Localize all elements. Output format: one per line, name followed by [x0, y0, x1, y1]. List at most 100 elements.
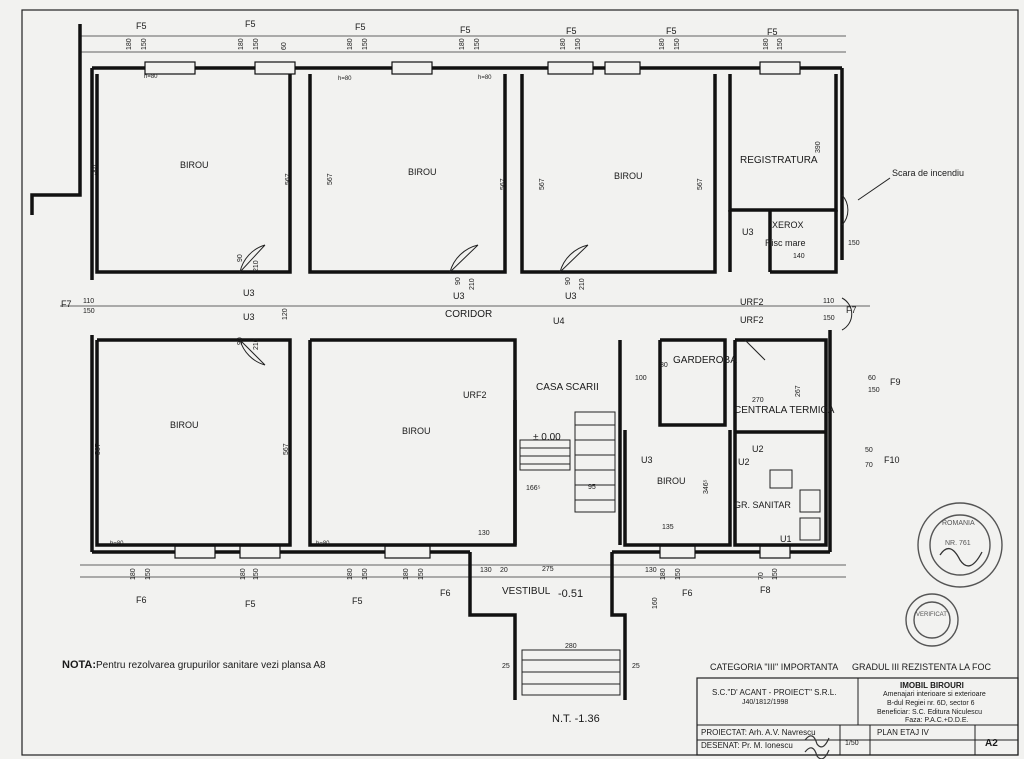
sill-2: h=80	[338, 76, 352, 82]
room-label-vestibul: VESTIBUL	[502, 586, 551, 597]
dim-180-4: 180	[459, 38, 466, 50]
dim-150-12: 150	[675, 568, 682, 580]
window-top-6	[759, 61, 801, 75]
room-birou-2-wall	[308, 74, 507, 274]
dim-95: 95	[588, 484, 596, 491]
sheet-number: A2	[985, 738, 998, 749]
dim-25-1: 25	[502, 663, 510, 670]
sill-4: h=80	[110, 541, 124, 547]
dim-150-14: 150	[83, 308, 95, 315]
dim-180-7: 180	[763, 38, 770, 50]
dim-60: 60	[281, 42, 288, 50]
room-label-birou-4: BIROU	[170, 420, 199, 430]
dim-80-1: 80	[660, 362, 668, 369]
door-f7-right	[841, 297, 853, 331]
dim-150-13: 150	[772, 568, 779, 580]
risc-mare-wall	[770, 210, 838, 274]
dim-150-17: 150	[868, 387, 880, 394]
code-u3-4: U3	[243, 312, 255, 322]
code-f10: F10	[884, 455, 900, 465]
code-f5-3: F5	[355, 22, 366, 32]
window-top-2	[254, 61, 296, 75]
dim-270: 270	[752, 397, 764, 404]
engineer-stamp	[917, 502, 1003, 588]
door-swing-2	[449, 244, 479, 273]
dim-180-10: 180	[347, 568, 354, 580]
label-scara-incendiu: Scara de incendiu	[892, 168, 964, 178]
room-label-birou-1: BIROU	[180, 160, 209, 170]
code-f5-9: F5	[352, 596, 363, 606]
dim-130-1: 130	[478, 530, 490, 537]
dim-130-3: 130	[645, 567, 657, 574]
code-f5-4: F5	[460, 25, 471, 35]
dim-150-2: 150	[253, 38, 260, 50]
dim-110-1: 110	[83, 298, 94, 305]
dim-180-2: 180	[238, 38, 245, 50]
door-swing-5	[744, 339, 766, 361]
dim-150-8: 150	[145, 568, 152, 580]
room-label-xerox: XEROX	[772, 220, 804, 230]
nota-block: NOTA:Pentru rezolvarea grupurilor sanita…	[62, 659, 326, 671]
dim-150-1: 150	[141, 38, 148, 50]
room-birou-3-wall	[520, 74, 717, 274]
dim-150-7: 150	[777, 38, 784, 50]
wc-fixture-1	[799, 489, 821, 513]
leader-scara-incendiu	[857, 177, 891, 201]
dim-150-3: 150	[362, 38, 369, 50]
sheet-border	[21, 9, 1019, 756]
vestibul-wall-left	[468, 552, 517, 700]
door-swing-3	[559, 244, 589, 273]
stamp1-number: NR. 761	[945, 540, 971, 547]
title-block	[696, 677, 1019, 756]
window-top-5	[604, 61, 641, 75]
dim-166: 166⁵	[526, 485, 541, 492]
window-bottom-2	[239, 545, 281, 559]
window-bottom-3	[384, 545, 431, 559]
entrance-steps	[521, 649, 621, 696]
code-u3-3: U3	[565, 291, 577, 301]
level-0: ± 0.00	[533, 432, 561, 443]
gradul-text: GRADUL III REZISTENTA LA FOC	[852, 662, 992, 672]
room-label-garderoba: GARDEROBA	[673, 355, 737, 366]
stamp1-label: ROMANIA	[942, 520, 975, 527]
sill-5: h=80	[316, 541, 330, 547]
left-annex-wall	[30, 24, 82, 215]
dim-20: 20	[500, 567, 508, 574]
dim-150-11: 150	[418, 568, 425, 580]
dim-100-1: 100	[635, 375, 647, 382]
dim-346: 346⁵	[703, 479, 710, 494]
dim-275: 275	[542, 566, 554, 573]
window-top-3	[391, 61, 433, 75]
code-f5-8: F5	[245, 599, 256, 609]
project-desc-2: B-dul Regiei nr. 6D, sector 6	[887, 700, 975, 707]
code-u3-6: U3	[641, 455, 653, 465]
code-u2-2: U2	[738, 457, 750, 467]
dim-140: 140	[793, 253, 805, 260]
room-label-gr-sanitar: GR. SANITAR	[734, 500, 791, 510]
firm-reg: J40/1812/1998	[742, 699, 789, 706]
room-centrala-wall	[733, 338, 828, 547]
dim-70-1: 70	[758, 572, 765, 580]
room-label-birou-5: BIROU	[402, 426, 431, 436]
room-birou-1-wall	[95, 74, 292, 274]
dim-90-3: 90	[565, 277, 572, 285]
room-birou-4-wall	[95, 338, 292, 547]
signature-mark-3	[804, 747, 830, 759]
dim-130-2: 130	[480, 567, 492, 574]
code-u3-1: U3	[243, 288, 255, 298]
code-f8: F8	[760, 585, 771, 595]
code-u3-2: U3	[453, 291, 465, 301]
room-label-birou-2: BIROU	[408, 167, 437, 177]
project-name: IMOBIL BIROURI	[900, 681, 964, 690]
signature-mark-2	[804, 735, 830, 748]
firm-name: S.C."D' ACANT - PROIECT" S.R.L.	[712, 688, 837, 697]
dim-180-11: 180	[403, 568, 410, 580]
dim-210-1: 210	[253, 260, 260, 272]
room-label-registratura: REGISTRATURA	[740, 155, 818, 166]
dim-567-6: 567	[697, 178, 704, 190]
room-birou-6-wall	[623, 430, 732, 547]
dim-160: 160	[652, 597, 659, 609]
sink-fixture	[769, 469, 793, 489]
